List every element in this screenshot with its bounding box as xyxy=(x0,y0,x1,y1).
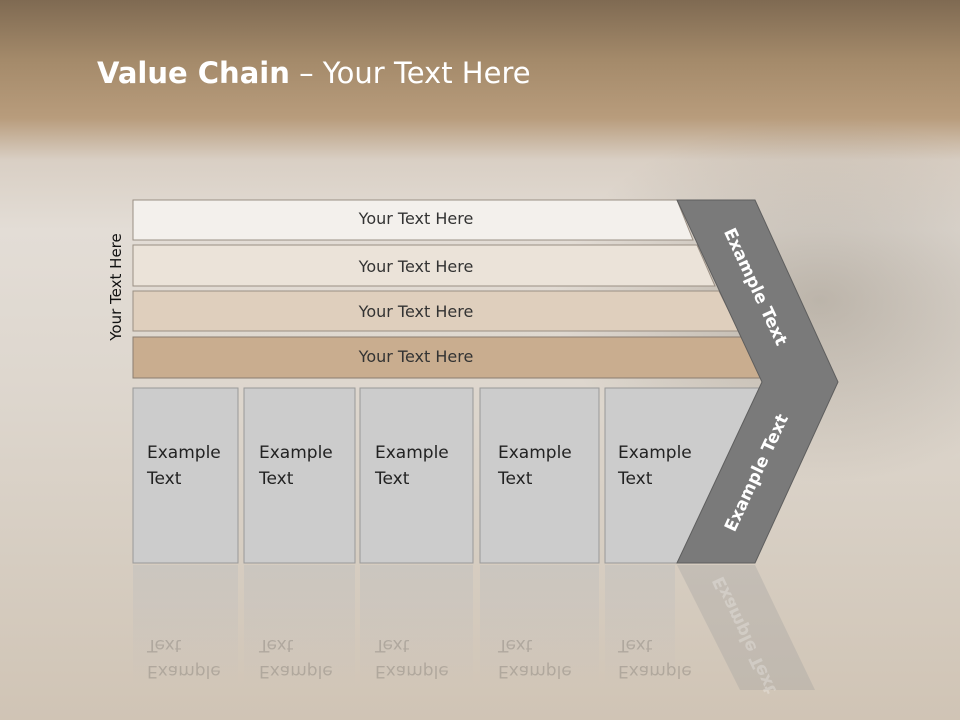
column-1-reflection xyxy=(133,565,238,685)
column-1[interactable] xyxy=(132,387,239,564)
column-5-text-reflection: Example Text xyxy=(618,632,692,684)
column-3-reflection-line1: Example xyxy=(375,661,449,681)
column-2-text-reflection: Example Text xyxy=(259,632,333,684)
slide-title-rest: – Your Text Here xyxy=(289,56,531,90)
column-1-reflection-line1: Example xyxy=(147,661,221,681)
bar-3-label: Your Text Here xyxy=(358,302,474,321)
bar-2-label: Your Text Here xyxy=(358,257,474,276)
column-1-reflection-line2: Text xyxy=(147,635,182,655)
column-3-line1: Example xyxy=(375,443,449,463)
column-3-reflection-line2: Text xyxy=(375,635,410,655)
column-1-text-reflection: Example Text xyxy=(147,632,221,684)
column-3-reflection xyxy=(360,565,473,685)
slide-title: Value Chain – Your Text Here xyxy=(97,56,531,90)
chevron-reflection xyxy=(677,565,815,690)
column-5-reflection xyxy=(605,565,675,685)
slide-title-bold: Value Chain xyxy=(97,56,290,90)
column-5-line1: Example xyxy=(618,443,692,463)
column-3-text-reflection: Example Text xyxy=(375,632,449,684)
column-5-reflection-line2: Text xyxy=(618,635,653,655)
column-4-line2: Text xyxy=(498,469,533,489)
column-2-line1: Example xyxy=(259,443,333,463)
column-4-reflection-line1: Example xyxy=(498,661,572,681)
column-3-line2: Text xyxy=(375,469,410,489)
column-4[interactable] xyxy=(479,387,600,564)
bar-1-label: Your Text Here xyxy=(358,209,474,228)
bar-4-label: Your Text Here xyxy=(358,347,474,366)
column-2-reflection-line1: Example xyxy=(259,661,333,681)
column-3[interactable] xyxy=(359,387,474,564)
column-4-reflection-line2: Text xyxy=(498,635,533,655)
bar-2[interactable] xyxy=(132,244,716,287)
column-2[interactable] xyxy=(243,387,356,564)
column-4-line1: Example xyxy=(498,443,572,463)
chevron-arrow[interactable] xyxy=(676,199,839,564)
column-1-line2: Text xyxy=(147,469,182,489)
column-2-reflection xyxy=(244,565,355,685)
bar-1[interactable] xyxy=(132,199,694,241)
column-5-line2: Text xyxy=(618,469,653,489)
column-4-reflection xyxy=(480,565,599,685)
column-2-line2: Text xyxy=(259,469,294,489)
column-2-reflection-line2: Text xyxy=(259,635,294,655)
column-1-line1: Example xyxy=(147,443,221,463)
column-4-text-reflection: Example Text xyxy=(498,632,572,684)
column-5-reflection-line1: Example xyxy=(618,661,692,681)
